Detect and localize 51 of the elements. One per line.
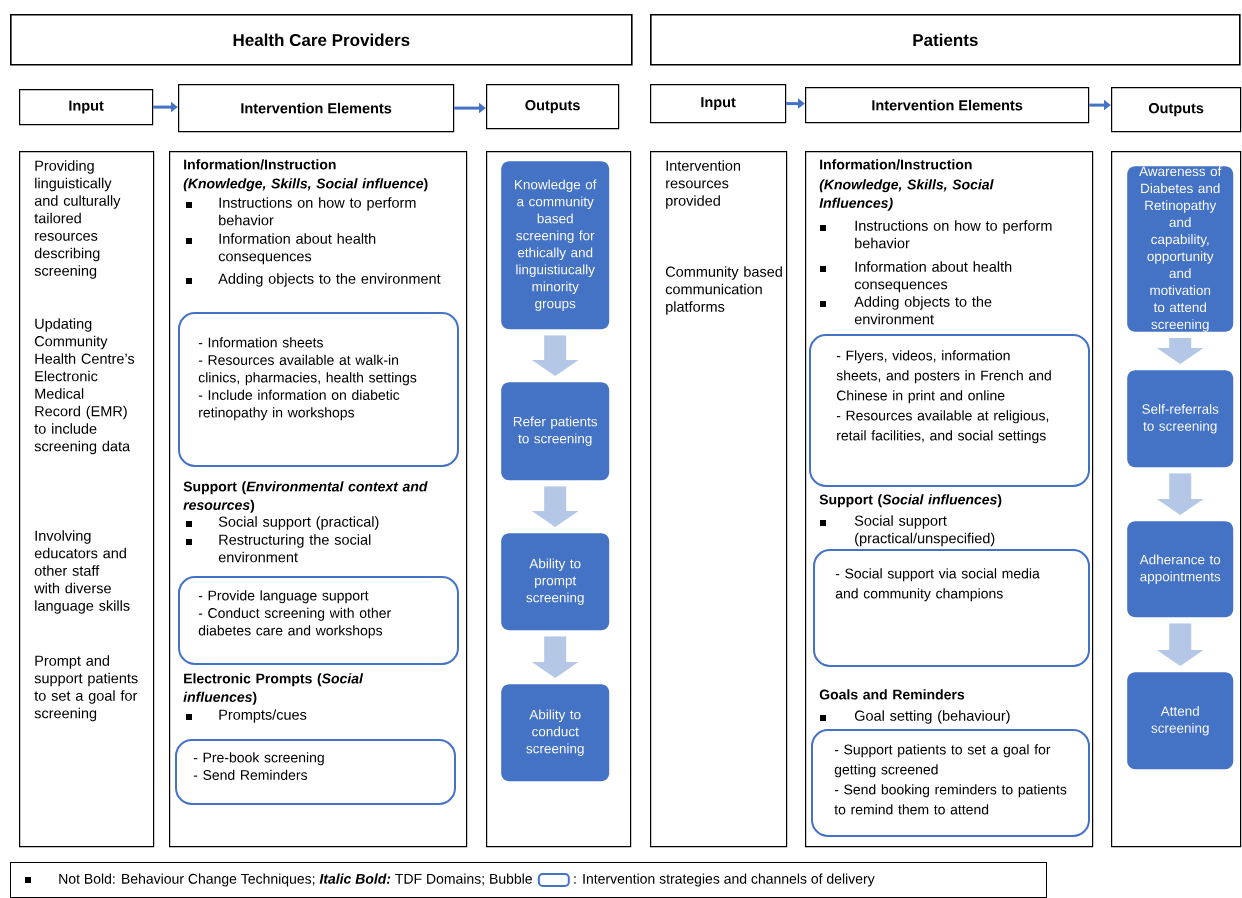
body-text: Involving educators and other staff with diverse language skills — [34, 530, 130, 614]
section-heading: Electronic Prompts (Social influences) — [183, 673, 364, 705]
outcome-box: Ability to conduct screening — [501, 684, 610, 782]
strategy-bubble: - Social support via social media and community champions — [813, 549, 1090, 667]
body-text: Community based communication platforms — [665, 266, 782, 315]
section-heading: Support (Environmental context and resources) — [183, 481, 428, 513]
body-text: Intervention resources provided — [666, 160, 741, 209]
stage-box: Intervention Elements — [805, 87, 1090, 124]
header-box: Health Care Providers — [10, 14, 633, 66]
strategy-bubble: - Support patients to set a goal for getting screened - Send booking reminders to patients to remind them to attend — [811, 729, 1090, 837]
outcome-box: Ability to prompt screening — [501, 533, 610, 631]
outcome-box: Self-referrals to screening — [1127, 370, 1234, 468]
column-panel — [486, 151, 632, 848]
bullet-item: Prompts/cues — [186, 709, 307, 723]
strategy-bubble: - Flyers, videos, information sheets, and posters in French and Chinese in print and online - Resources available at religious, retail facilities, and social settings — [809, 334, 1090, 487]
bullet-item: Adding objects to the environment — [186, 273, 441, 287]
legend-text: : Intervention strategies and channels of delivery — [574, 873, 875, 887]
section-heading: Support (Social influences) — [819, 494, 1002, 508]
bullet-item: Information about health consequences — [186, 233, 376, 265]
outcome-box: Knowledge of a community based screening for ethically and linguistiucally minority groups — [501, 161, 610, 330]
outcome-box: Attend screening — [1127, 672, 1234, 770]
stage-box: Outputs — [1111, 87, 1242, 133]
bullet-item: Instructions on how to perform behavior — [820, 220, 1052, 249]
body-text: Providing linguistically and culturally tailored resources describing screening — [34, 160, 121, 279]
section-heading: Information/Instruction — [820, 159, 972, 170]
column-panel — [1111, 151, 1242, 848]
bullet-item: Adding objects to the environment — [820, 296, 992, 325]
outcome-box: Refer patients to screening — [501, 382, 610, 481]
section-heading: (Knowledge, Skills, Social Influences) — [819, 179, 994, 211]
bullet-item: Restructuring the social environment — [186, 534, 371, 563]
bullet-item: Information about health consequences — [820, 261, 1012, 293]
stage-box: Intervention Elements — [178, 84, 455, 133]
section-heading: (Knowledge, Skills, Social influence) — [183, 178, 428, 192]
section-heading: Information/Instruction — [184, 159, 336, 170]
body-text: Prompt and support patients to set a goal for screening — [34, 655, 138, 722]
outcome-box: Adherance to appointments — [1127, 521, 1234, 618]
strategy-bubble: - Information sheets - Resources available at walk-in clinics, pharmacies, health settings - Include information on diabetic retinopathy in workshops — [178, 312, 459, 467]
section-heading: Goals and Reminders — [819, 689, 965, 700]
bullet-item: Instructions on how to perform behavior — [186, 197, 416, 226]
stage-box: Input — [19, 89, 154, 126]
bullet-item: Social support (practical) — [186, 516, 379, 530]
outcome-box: Awareness of Diabetes and Retinopathy and capability, opportunity and motivation to attend screening — [1127, 166, 1234, 332]
strategy-bubble: - Pre-book screening - Send Reminders — [175, 739, 456, 805]
strategy-bubble: - Provide language support - Conduct screening with other diabetes care and workshops — [178, 576, 459, 665]
header-box: Patients — [650, 14, 1241, 66]
stage-box: Input — [650, 84, 787, 124]
bullet-item: Goal setting (behaviour) — [820, 710, 1010, 724]
bullet-item: Social support (practical/unspecified) — [820, 515, 995, 547]
stage-box: Outputs — [486, 84, 620, 130]
body-text: Updating Community Health Centre’s Electronic Medical Record (EMR) to include screening data — [34, 318, 135, 455]
legend-note: Not Bold: Behaviour Change Techniques; Italic Bold: TDF Domains; Bubble — [25, 873, 532, 887]
